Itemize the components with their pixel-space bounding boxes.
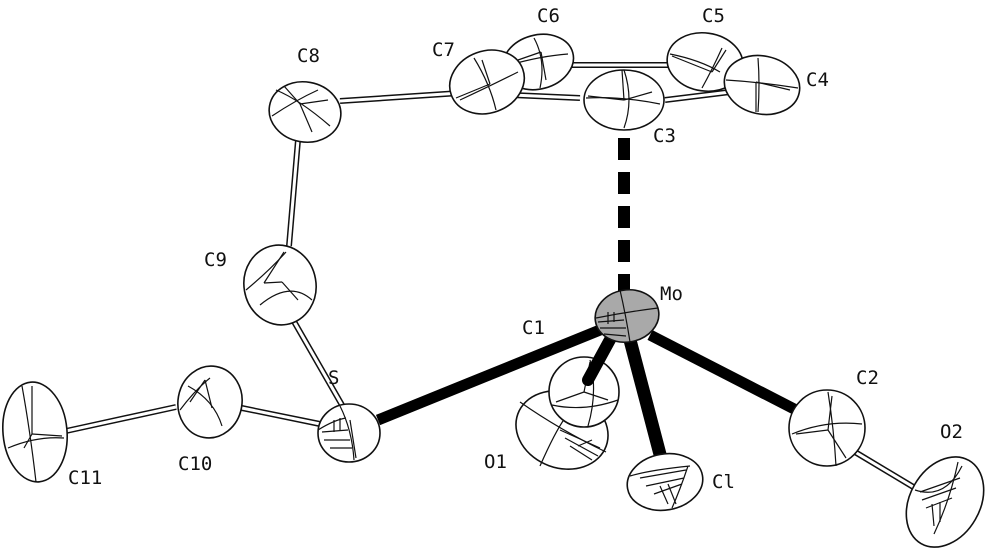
label-c8: C8 [297,45,320,67]
atom-c7 [448,49,526,115]
atom-c11 [2,381,68,483]
label-o1: O1 [484,451,507,473]
atom-cl [626,452,704,512]
metal-bonds [375,138,803,464]
organic-bonds [65,62,927,497]
atom-c5 [666,31,744,93]
label-c11: C11 [68,467,102,489]
bond-c11-c10 [65,404,177,434]
bond-c8-c9 [286,139,301,247]
label-cl: Cl [712,471,735,493]
label-c9: C9 [204,249,227,271]
bond-c9-s [289,316,349,414]
atom-s [317,403,381,463]
label-c3: C3 [653,125,676,147]
label-c6: C6 [537,5,560,27]
label-c7: C7 [432,39,455,61]
atom-c10 [177,365,243,439]
bond-c10-s [231,403,321,427]
bond-c7-c3 [511,92,581,101]
bond-mo-c1 [582,330,618,386]
bond-mo-cl [623,338,669,464]
label-c2: C2 [856,367,879,389]
atom-c9 [243,244,317,326]
label-s: S [328,367,339,389]
atom-c8 [268,81,342,143]
atom-c3 [583,69,665,131]
atom-c2 [788,389,866,467]
bond-c8-c7 [339,90,461,104]
atom-o2 [905,456,985,548]
label-mo: Mo [660,283,683,305]
atom-mo [594,288,660,344]
bond-c3-c4 [664,89,731,103]
label-c4: C4 [806,69,829,91]
label-o2: O2 [940,421,963,443]
label-c10: C10 [178,453,212,475]
bond-mo-s [375,324,603,426]
atom-labels: C8 C7 C6 C5 C4 C3 C9 Mo C1 S C2 O2 O1 C1… [68,5,963,493]
atom-c1 [548,356,620,428]
label-c5: C5 [702,5,725,27]
label-c1: C1 [522,317,545,339]
bond-mo-c2 [647,330,803,417]
atom-c4 [723,54,801,116]
